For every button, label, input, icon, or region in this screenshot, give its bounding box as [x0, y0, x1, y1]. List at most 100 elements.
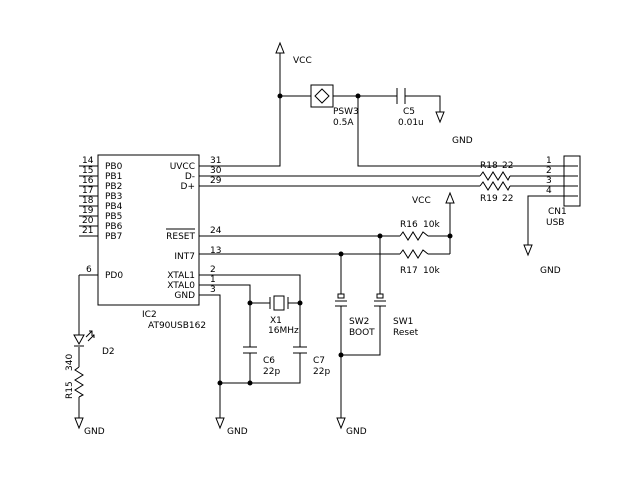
c5-value: 0.01u [398, 118, 424, 128]
gnd-symbol-ic: GND [215, 417, 248, 437]
d2-ref: D2 [102, 347, 115, 357]
junction-dot [277, 93, 283, 99]
vcc-arrow-icon [445, 191, 455, 204]
psw3-ref: PSW3 [333, 107, 359, 117]
c6-ref: C6 [263, 356, 275, 366]
gnd-arrow-icon [74, 417, 84, 430]
resistor-icon [479, 181, 511, 192]
gnd-arrow-icon [215, 417, 225, 430]
pin-num: 15 [82, 166, 93, 176]
gnd-arrow-icon [336, 417, 346, 430]
gnd-label: GND [452, 136, 473, 146]
pin-name: D+ [181, 182, 195, 192]
r18: R18 22 [479, 161, 513, 182]
c6-value: 22p [263, 367, 280, 377]
usb-connector-icon [563, 155, 581, 207]
c5-ref: C5 [403, 107, 415, 117]
polyfuse-icon [310, 84, 334, 108]
cn1-value: USB [546, 218, 564, 228]
led-icon [73, 330, 95, 347]
r18-value: 22 [502, 161, 513, 171]
pin-name: UVCC [170, 162, 195, 172]
psw3-value: 0.5A [333, 118, 354, 128]
pin-name: PB2 [105, 182, 122, 192]
sw1-value: Reset [393, 328, 419, 338]
junction-dot [355, 93, 361, 99]
pin-name: XTAL0 [167, 281, 195, 291]
pin-num: 20 [82, 216, 94, 226]
pin-num: 2 [210, 265, 216, 275]
pin-name: PD0 [105, 271, 123, 281]
r15: R15 340 [65, 354, 85, 399]
d2: D2 [73, 330, 115, 357]
r18-ref: R18 [480, 161, 498, 171]
gnd-label: GND [227, 427, 248, 437]
sw2-ref: SW2 [349, 317, 369, 327]
r17-ref: R17 [400, 266, 418, 276]
vcc-symbol-right: VCC [412, 191, 455, 206]
cn1: 1 2 3 4 CN1 USB [546, 155, 581, 228]
pin-num: 1 [210, 275, 216, 285]
r19-ref: R19 [480, 194, 498, 204]
junction-dot [247, 300, 253, 306]
pin-num: 17 [82, 186, 93, 196]
c6: C6 22p [243, 346, 280, 377]
pin-num: 19 [82, 206, 94, 216]
vcc-label: VCC [412, 196, 431, 206]
pin-num: 30 [210, 166, 222, 176]
r16: R16 10k [399, 220, 440, 241]
ic2: 14 PB0 15 PB1 16 PB2 17 PB3 18 PB4 19 PB… [79, 154, 222, 331]
pin-name: GND [174, 291, 195, 301]
junction-dot [447, 233, 453, 239]
pin-num: 21 [82, 226, 93, 236]
gnd-symbol-switch: GND [336, 417, 367, 437]
push-button-icon [335, 293, 347, 310]
gnd-arrow-icon [523, 244, 533, 257]
ic2-right-pins: UVCC 31 D- 30 D+ 29 RESET 24 INT7 13 XTA… [166, 156, 222, 301]
pin-num: 18 [82, 196, 94, 206]
pin-num: 6 [86, 265, 92, 275]
gnd-symbol-c5: GND [435, 111, 473, 146]
pin-name: PB6 [105, 222, 123, 232]
r17-value: 10k [423, 266, 440, 276]
gnd-label: GND [346, 427, 367, 437]
junction-dot [247, 380, 253, 386]
gnd-symbol-usb: GND [523, 244, 561, 276]
r16-ref: R16 [400, 220, 418, 230]
pin-name: PB4 [105, 202, 123, 212]
ic2-ref: IC2 [142, 310, 157, 320]
c7-value: 22p [313, 367, 330, 377]
gnd-arrow-icon [435, 111, 445, 124]
r15-ref: R15 [65, 381, 75, 399]
r19: R19 22 [479, 181, 513, 204]
pin-name: XTAL1 [167, 271, 195, 281]
pin-name: PB0 [105, 162, 123, 172]
x1-ref: X1 [270, 316, 282, 326]
junction-dot [217, 380, 223, 386]
r16-value: 10k [423, 220, 440, 230]
c7: C7 22p [293, 346, 330, 377]
gnd-label: GND [84, 427, 105, 437]
resistor-icon [74, 366, 85, 398]
crystal-icon [269, 295, 289, 311]
ic2-left-pins: 14 PB0 15 PB1 16 PB2 17 PB3 18 PB4 19 PB… [82, 156, 123, 281]
cn1-pin: 3 [546, 176, 552, 186]
psw3: PSW3 0.5A [310, 84, 359, 128]
x1-value: 16MHz [268, 326, 299, 336]
resistor-icon [479, 171, 511, 182]
pin-num: 29 [210, 176, 222, 186]
c7-ref: C7 [313, 356, 325, 366]
junction-dot [338, 251, 344, 257]
junction-dot [297, 300, 303, 306]
cn1-ref: CN1 [548, 207, 567, 217]
pin-name: PB1 [105, 172, 122, 182]
r19-value: 22 [502, 194, 513, 204]
gnd-symbol-led: GND [74, 417, 105, 437]
c5: C5 0.01u [396, 88, 424, 128]
pin-name: PB3 [105, 192, 122, 202]
junctions [217, 93, 453, 386]
pin-name: INT7 [174, 252, 195, 262]
r17: R17 10k [399, 249, 440, 276]
gnd-label: GND [540, 266, 561, 276]
